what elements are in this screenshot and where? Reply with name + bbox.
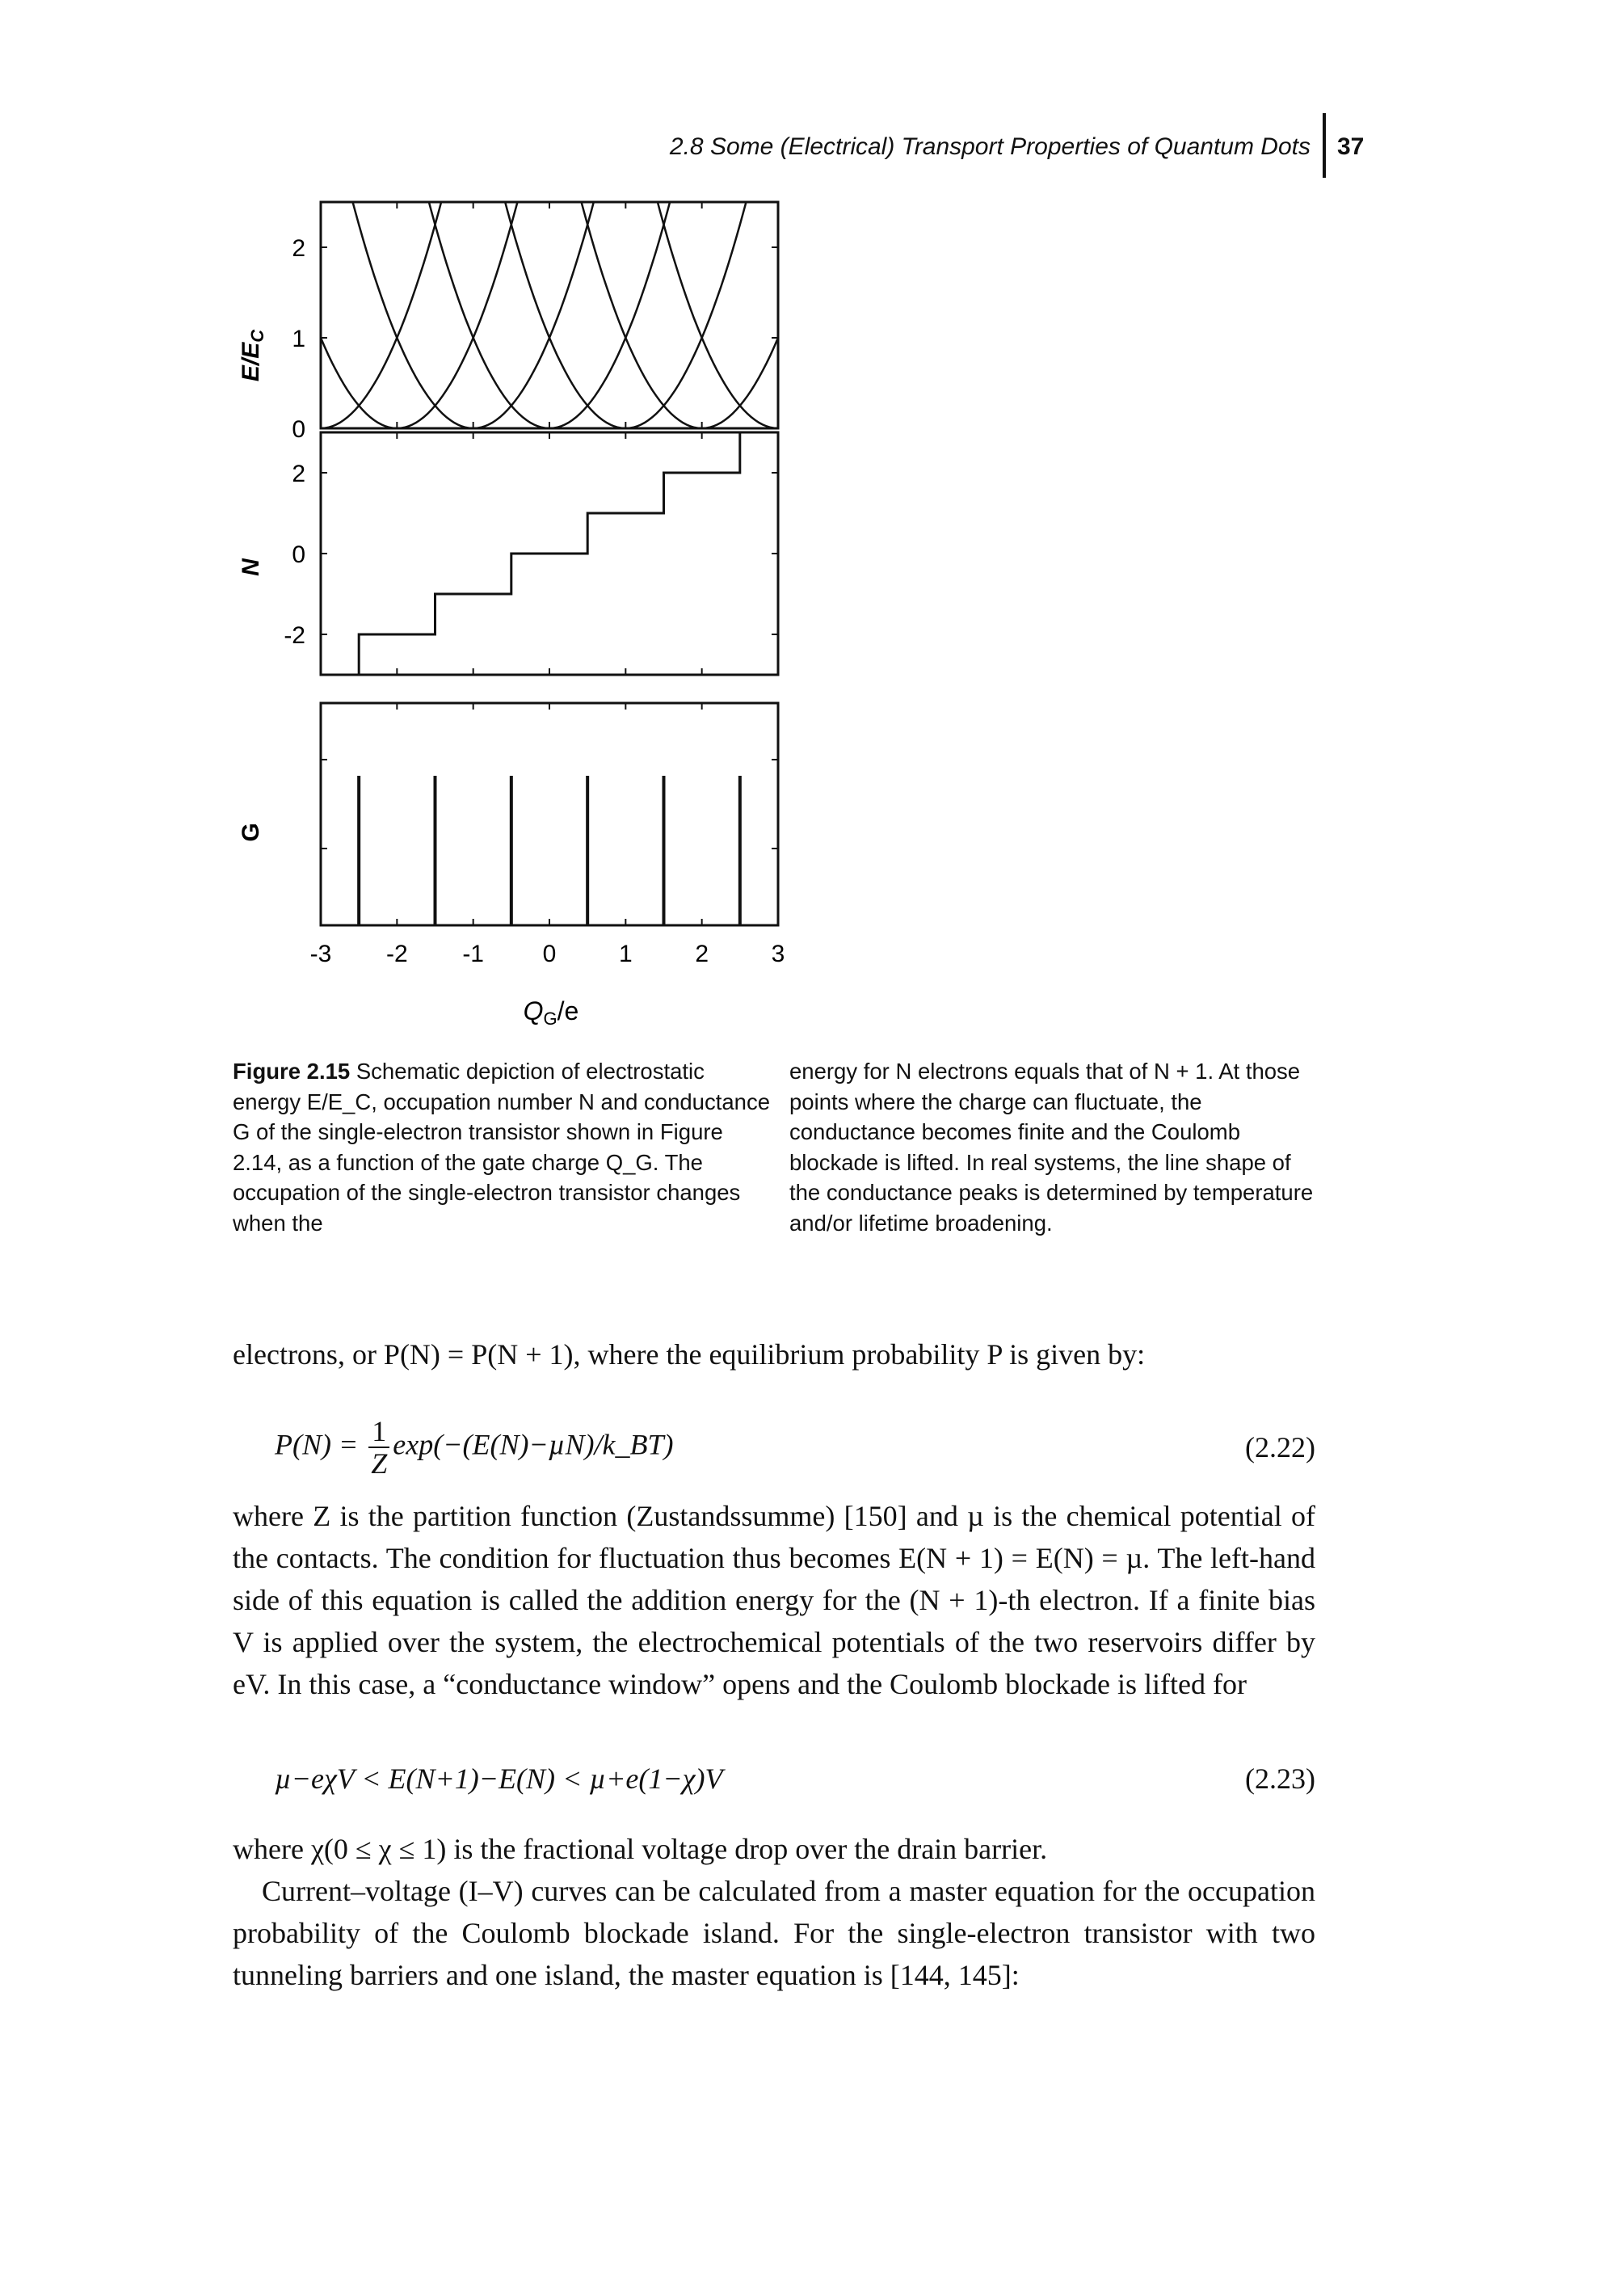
energy-plot-frame — [319, 200, 780, 430]
body-para-4: Current–voltage (I–V) curves can be calc… — [233, 1875, 1315, 1991]
y-axis-label-energy: E/EC — [238, 329, 267, 381]
y-tick-label: -2 — [284, 622, 305, 649]
conductance-plot-frame — [319, 701, 780, 927]
y-axis-label-conductance: G — [238, 823, 264, 841]
eq-2-23-number: (2.23) — [1245, 1762, 1315, 1795]
eq-2-22-lhs: P(N) = — [275, 1428, 359, 1461]
x-tick-label: 0 — [543, 941, 557, 967]
eq-2-23-body: µ−eχV < E(N+1)−E(N) < µ+e(1−χ)V — [275, 1762, 723, 1795]
eq-2-22-rhs: exp(−(E(N)−µN)/k_BT) — [393, 1428, 674, 1461]
energy-parabola — [321, 202, 519, 428]
conductance-panel: -3 -2 -1 0 1 2 3 — [310, 701, 785, 967]
caption-label: Figure 2.15 — [233, 1059, 351, 1084]
figure-caption-right: energy for N electrons equals that of N … — [789, 1059, 1314, 1236]
x-tick-label: 1 — [619, 941, 633, 967]
figure-2-15: 0 1 2 -2 0 2 -3 -2 -1 0 1 2 3 E/EC N G QG/e — [238, 200, 785, 1026]
header-rule — [1323, 113, 1326, 178]
page-number: 37 — [1337, 133, 1365, 160]
energy-parabola — [321, 202, 443, 428]
body-para-3: where χ(0 ≤ χ ≤ 1) is the fractional vol… — [233, 1828, 1315, 1996]
y-axis-label-occupation: N — [238, 558, 264, 576]
y-tick-label: 0 — [292, 416, 305, 443]
x-tick-label: -2 — [386, 941, 408, 967]
energy-parabola — [656, 202, 778, 428]
y-tick-label: 1 — [292, 326, 305, 352]
figure-caption-left: Figure 2.15 Schematic depiction of elect… — [233, 1056, 778, 1238]
occupation-panel: -2 0 2 — [284, 431, 780, 676]
equation-2-22: P(N) = 1 Z exp(−(E(N)−µN)/k_BT) (2.22) — [275, 1416, 1315, 1479]
y-tick-label: 2 — [292, 235, 305, 262]
energy-parabola — [503, 202, 747, 428]
running-head: 2.8 Some (Electrical) Transport Properti… — [669, 133, 1311, 160]
x-tick-label: -3 — [310, 941, 332, 967]
occupation-staircase — [321, 431, 778, 676]
x-tick-label: -1 — [462, 941, 484, 967]
energy-parabola — [351, 202, 595, 428]
caption-text-left: Schematic depiction of electrostatic ene… — [233, 1059, 770, 1236]
x-tick-label: 3 — [772, 941, 785, 967]
energy-panel: 0 1 2 — [292, 200, 780, 443]
body-para-2: where Z is the partition function (Zusta… — [233, 1500, 1315, 1700]
x-axis-label: QG/e — [524, 996, 579, 1026]
y-tick-label: 2 — [292, 461, 305, 487]
eq-2-22-denominator: Z — [371, 1447, 388, 1480]
x-tick-label: 2 — [695, 941, 709, 967]
eq-2-22-number: (2.22) — [1245, 1431, 1315, 1463]
energy-parabola — [580, 202, 778, 428]
eq-2-22-fraction: 1 Z — [368, 1416, 390, 1480]
eq-2-22-numerator: 1 — [368, 1416, 390, 1448]
body-line-1: electrons, or P(N) = P(N + 1), where the… — [233, 1338, 1146, 1371]
energy-parabola — [427, 202, 671, 428]
y-tick-label: 0 — [292, 541, 305, 568]
equation-2-23: µ−eχV < E(N+1)−E(N) < µ+e(1−χ)V (2.23) — [275, 1762, 1315, 1796]
